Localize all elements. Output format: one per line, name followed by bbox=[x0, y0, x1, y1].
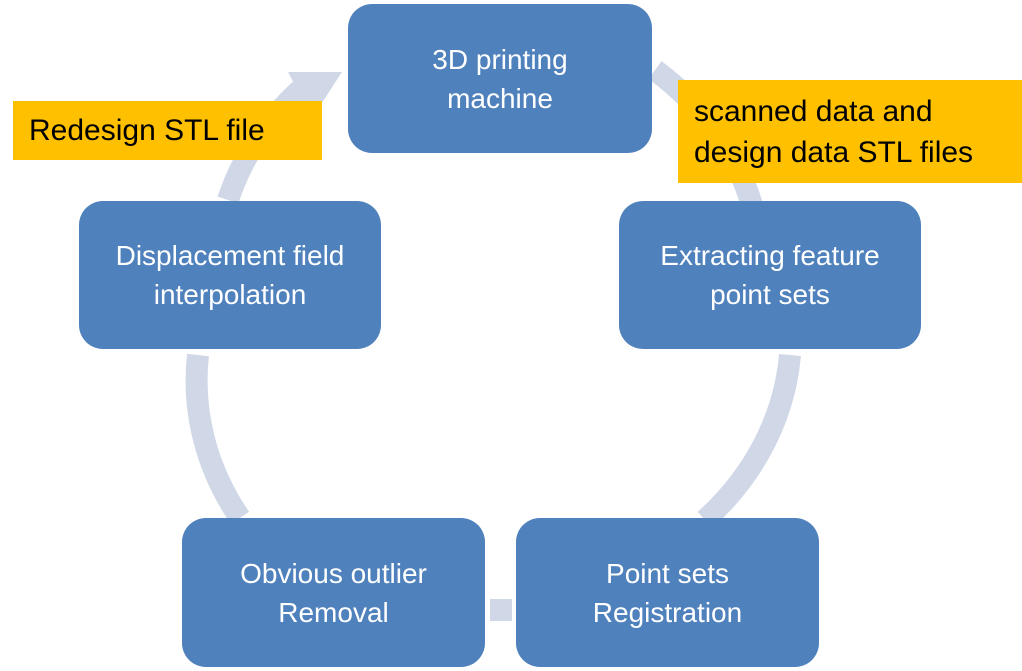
node-label-line: machine bbox=[447, 82, 553, 114]
node-obvious-outlier-removal: Obvious outlier Removal bbox=[182, 518, 485, 667]
node-point-sets-registration: Point sets Registration bbox=[516, 518, 819, 667]
callout-scanned-design-data: scanned data and design data STL files bbox=[678, 80, 1022, 183]
callout-text: Redesign STL file bbox=[29, 114, 265, 147]
node-label-line: Removal bbox=[278, 596, 389, 628]
node-label-line: Registration bbox=[592, 596, 743, 628]
callout-text: scanned data and bbox=[694, 94, 933, 128]
callout-text: design data STL files bbox=[694, 135, 974, 169]
node-label-line: Obvious outlier bbox=[240, 557, 427, 589]
node-displacement-field-interpolation: Displacement field interpolation bbox=[79, 201, 381, 349]
arc-2-3 bbox=[697, 353, 801, 529]
node-label-line: Displacement field bbox=[115, 240, 345, 271]
node-extracting-feature-point-sets: Extracting feature point sets bbox=[619, 201, 921, 349]
node-label-line: Extracting feature bbox=[660, 240, 880, 271]
node-label-line: interpolation bbox=[153, 279, 307, 310]
arc-4-5 bbox=[185, 353, 250, 525]
node-label-line: point sets bbox=[710, 279, 830, 310]
callout-redesign-stl-file: Redesign STL file bbox=[13, 101, 322, 160]
node-label-line: 3D printing bbox=[432, 43, 568, 75]
arrowhead-5-1 bbox=[288, 72, 342, 118]
node-label-line: Point sets bbox=[606, 557, 729, 589]
node-3d-printing-machine: 3D printing machine bbox=[348, 4, 652, 153]
